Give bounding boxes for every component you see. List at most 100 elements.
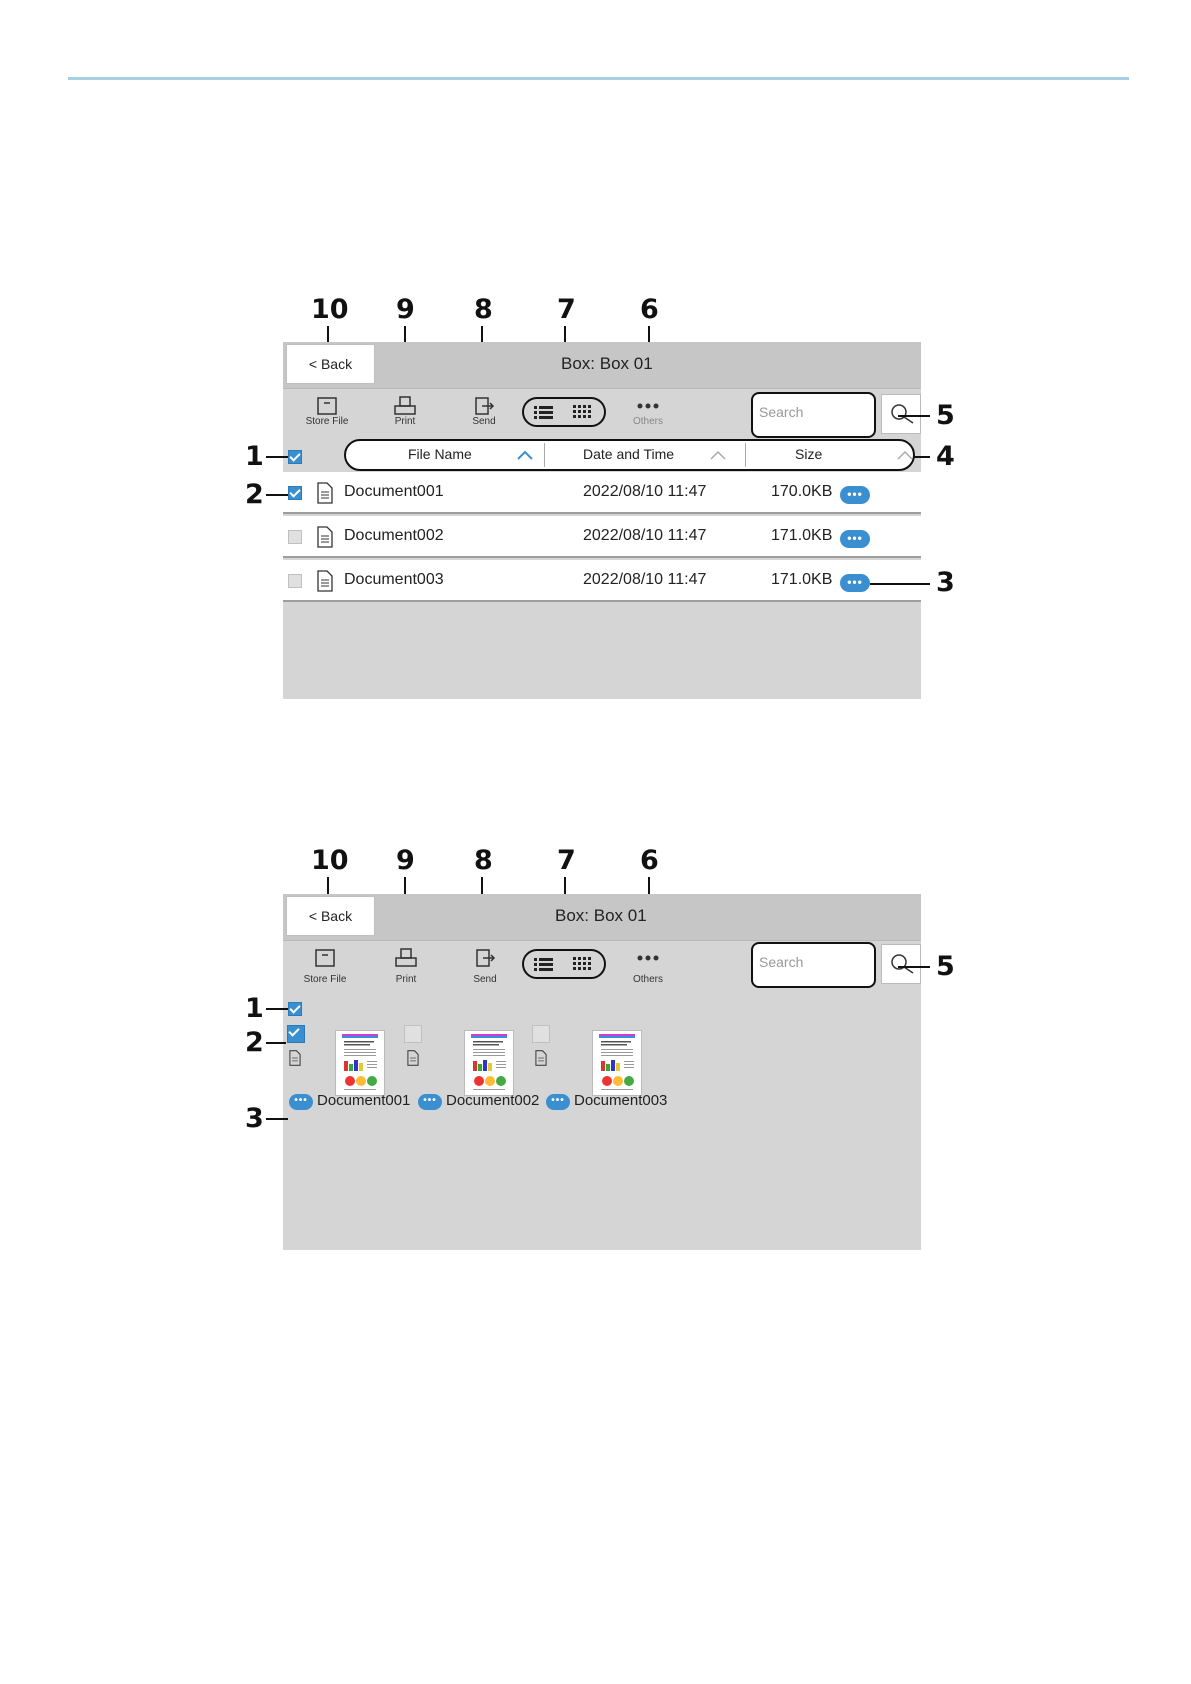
print-button[interactable]: Print	[375, 396, 435, 427]
print-button[interactable]: Print	[376, 948, 436, 985]
send-button[interactable]: Send	[454, 396, 514, 427]
file-name: Document001	[344, 483, 444, 500]
printer-icon	[394, 396, 416, 415]
item-menu-button[interactable]: •••	[418, 1094, 442, 1110]
row-checkbox[interactable]	[288, 530, 302, 544]
send-icon	[476, 949, 496, 967]
row-checkbox[interactable]	[288, 486, 302, 500]
thumbnail-view-icon[interactable]	[573, 405, 591, 418]
search-button[interactable]	[881, 944, 921, 984]
store-file-label: Store File	[305, 416, 349, 427]
callout-2: 2	[245, 1027, 264, 1058]
view-switch	[522, 949, 606, 979]
store-file-button[interactable]: Store File	[295, 948, 355, 985]
leader-line	[266, 494, 288, 496]
select-all-checkbox[interactable]	[288, 450, 302, 464]
back-button[interactable]: < Back	[286, 896, 375, 936]
item-checkbox[interactable]	[404, 1025, 422, 1043]
file-size: 171.0KB	[771, 527, 833, 544]
file-date: 2022/08/10 11:47	[583, 571, 707, 588]
search-input[interactable]: Search	[751, 942, 876, 988]
box-title: Box: Box 01	[555, 906, 647, 925]
item-checkbox[interactable]	[532, 1025, 550, 1043]
callout-8: 8	[474, 845, 493, 876]
others-button[interactable]: Others	[618, 396, 678, 427]
document-icon	[317, 570, 333, 592]
document-icon	[407, 1050, 419, 1066]
print-label: Print	[395, 974, 417, 985]
table-row[interactable]: Document003 2022/08/10 11:47 171.0KB •••	[283, 560, 921, 602]
file-name: Document002	[344, 527, 444, 544]
list-view-icon[interactable]	[534, 406, 553, 419]
sort-icon[interactable]	[896, 449, 914, 461]
leader-line	[266, 1042, 286, 1044]
more-dots-icon	[637, 955, 659, 961]
thumbnail-view-icon[interactable]	[573, 957, 591, 970]
column-size[interactable]: Size	[795, 446, 823, 462]
title-bar: < Back Box: Box 01	[283, 894, 921, 941]
more-dots-icon	[637, 403, 659, 409]
item-menu-button[interactable]: •••	[546, 1094, 570, 1110]
callout-3: 3	[245, 1103, 264, 1134]
send-button[interactable]: Send	[455, 948, 515, 985]
leader-line	[914, 456, 930, 458]
sort-ascending-icon[interactable]	[516, 449, 534, 461]
callout-1: 1	[245, 993, 264, 1024]
document-icon	[317, 526, 333, 548]
thumbnail-preview-icon	[599, 1034, 635, 1090]
row-checkbox[interactable]	[288, 574, 302, 588]
file-size: 170.0KB	[771, 483, 833, 500]
search-icon	[891, 404, 914, 424]
row-menu-button[interactable]: •••	[840, 574, 870, 592]
document-icon	[535, 1050, 547, 1066]
leader-line	[266, 1008, 288, 1010]
document-icon	[289, 1050, 301, 1066]
file-name: Document003	[344, 571, 444, 588]
document-thumbnail	[335, 1030, 385, 1096]
others-label: Others	[632, 974, 663, 985]
column-header: File Name Date and Time Size	[344, 439, 915, 471]
search-input[interactable]: Search	[751, 392, 876, 438]
search-icon	[891, 954, 914, 974]
table-row[interactable]: Document001 2022/08/10 11:47 170.0KB •••	[283, 472, 921, 514]
sort-icon[interactable]	[709, 449, 727, 461]
leader-line	[266, 1118, 288, 1120]
document-thumbnail	[592, 1030, 642, 1096]
thumbnail-preview-icon	[471, 1034, 507, 1090]
device-screen-thumbnail: < Back Box: Box 01 Store File Print Send	[283, 894, 921, 1250]
row-menu-button[interactable]: •••	[840, 530, 870, 548]
send-label: Send	[473, 974, 497, 985]
thumbnail-preview-icon	[342, 1034, 378, 1090]
store-file-button[interactable]: Store File	[297, 396, 357, 427]
list-view-icon[interactable]	[534, 958, 553, 971]
others-button[interactable]: Others	[618, 948, 678, 985]
callout-8: 8	[474, 294, 493, 325]
callout-4: 4	[936, 441, 955, 472]
callout-6: 6	[640, 294, 659, 325]
store-file-icon	[317, 397, 337, 415]
item-checkbox[interactable]	[287, 1025, 305, 1043]
others-label: Others	[632, 416, 663, 427]
column-file-name[interactable]: File Name	[408, 446, 472, 462]
column-date-time[interactable]: Date and Time	[583, 446, 675, 462]
file-size: 171.0KB	[771, 571, 833, 588]
callout-9: 9	[396, 294, 415, 325]
file-name: Document003	[574, 1092, 668, 1109]
row-menu-button[interactable]: •••	[840, 486, 870, 504]
device-screen-list: < Back Box: Box 01 Store File Print Send	[283, 342, 921, 699]
box-title: Box: Box 01	[561, 354, 653, 373]
search-button[interactable]	[881, 394, 921, 434]
callout-5: 5	[936, 400, 955, 431]
table-row[interactable]: Document002 2022/08/10 11:47 171.0KB •••	[283, 516, 921, 558]
leader-line	[266, 456, 288, 458]
back-button[interactable]: < Back	[286, 344, 375, 384]
callout-7: 7	[557, 294, 576, 325]
item-menu-button[interactable]: •••	[289, 1094, 313, 1110]
callout-3: 3	[936, 567, 955, 598]
select-all-checkbox[interactable]	[288, 1002, 302, 1016]
callout-10: 10	[311, 294, 349, 325]
printer-icon	[395, 948, 417, 967]
title-bar: < Back Box: Box 01	[283, 342, 921, 389]
callout-5: 5	[936, 951, 955, 982]
callout-7: 7	[557, 845, 576, 876]
